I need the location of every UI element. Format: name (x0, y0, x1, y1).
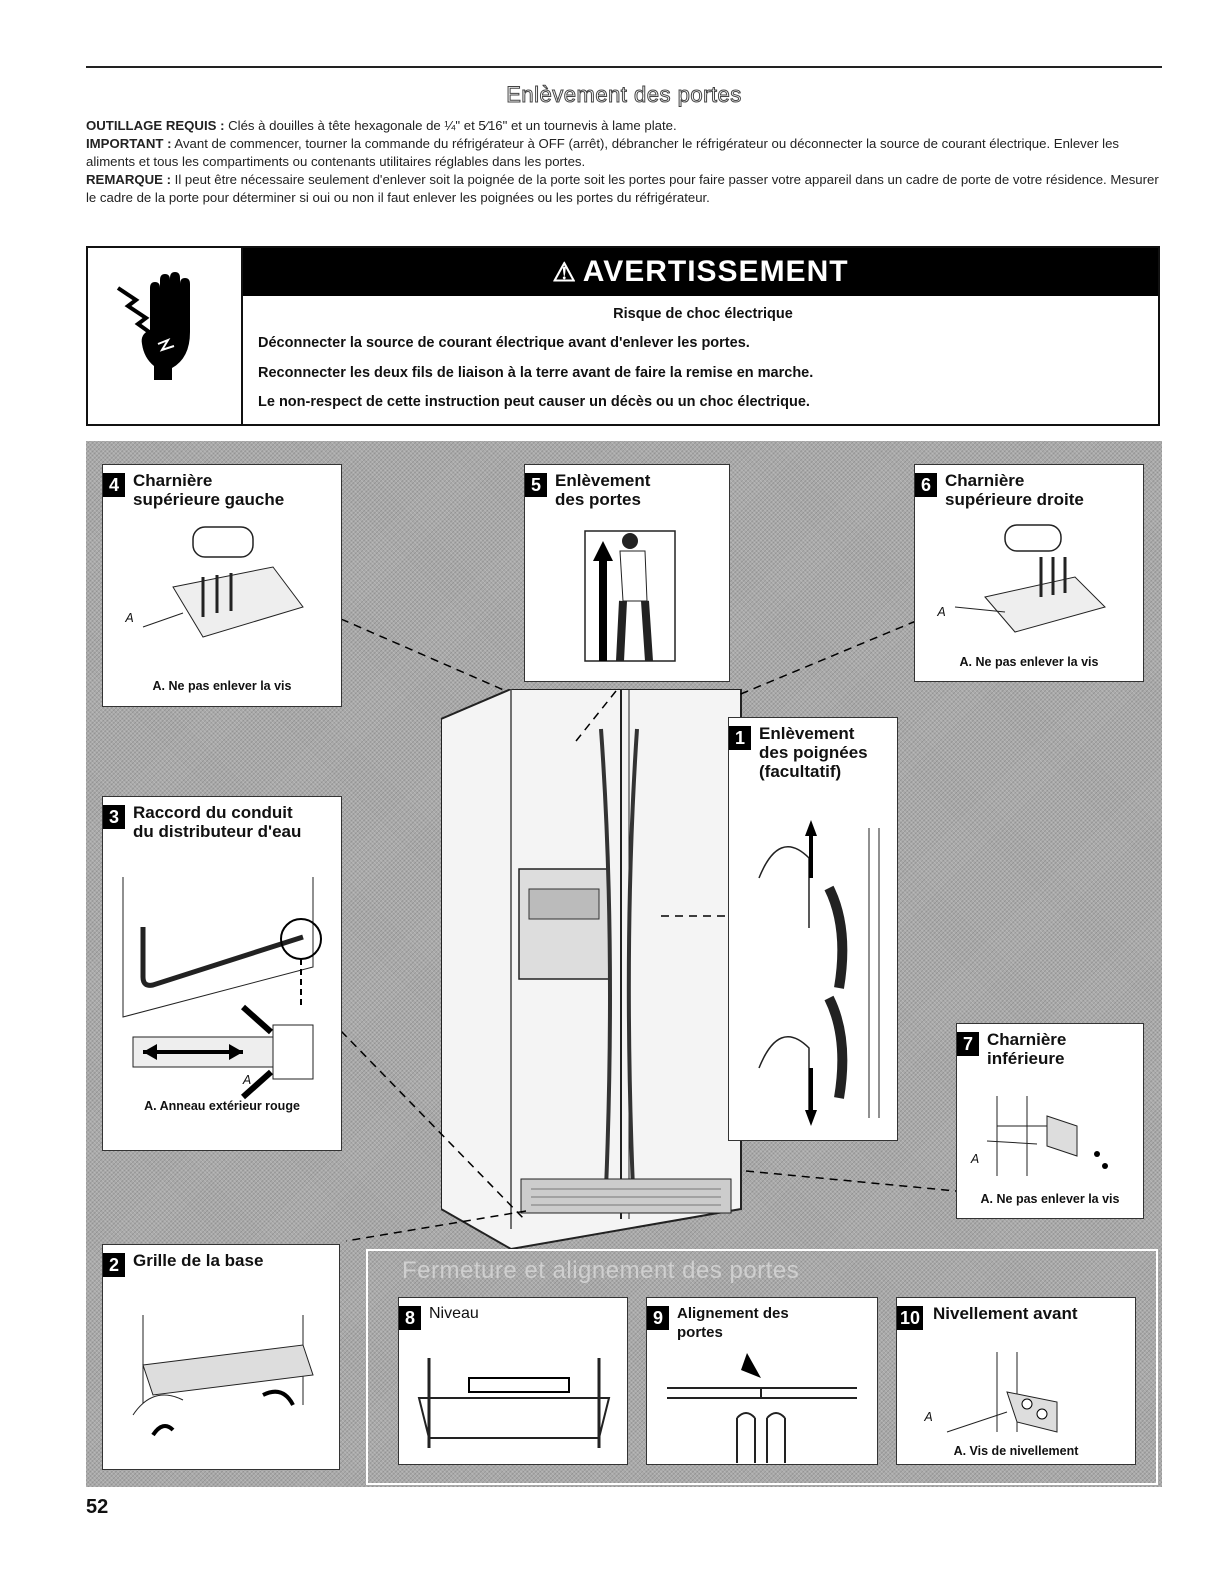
step-4-marker: A (125, 611, 134, 625)
step-4-number: 4 (103, 473, 125, 497)
step-1-title: Enlèvement des poignées (facultatif) (759, 724, 868, 781)
upper-left-hinge-illustration (142, 526, 304, 638)
step-1-panel: 1 Enlèvement des poignées (facultatif) (728, 717, 898, 1141)
upper-right-hinge-illustration (954, 524, 1106, 633)
step-7-panel: 7 Charnière inférieure A A. Ne pas enlev… (956, 1023, 1144, 1219)
step-3-marker: A (242, 1073, 252, 1087)
warning-header-text: AVERTISSEMENT (582, 255, 849, 288)
step-9-number: 9 (647, 1306, 669, 1330)
step-8-number: 8 (399, 1306, 421, 1330)
page-number: 52 (86, 1496, 109, 1518)
step-1-number: 1 (729, 726, 751, 750)
step-3-label: A. Anneau extérieur rouge (144, 1099, 300, 1113)
step-5-panel: 5 Enlèvement des portes (524, 464, 730, 682)
closing-alignment-section: Fermeture et alignement des portes 8 Niv… (366, 1249, 1158, 1485)
electric-shock-hand-icon (116, 272, 190, 380)
step-7-marker: A (970, 1152, 980, 1166)
step-8-title: Niveau (429, 1305, 479, 1322)
warning-line-1: Déconnecter la source de courant électri… (258, 335, 750, 351)
step-4-panel: 4 Charnière supérieure gauche A A. Ne pa… (102, 464, 342, 707)
warning-triangle-icon: ⚠ (552, 257, 577, 287)
leader-lines (340, 618, 957, 1242)
step-6-number: 6 (915, 473, 937, 497)
door-alignment-illustration (667, 1353, 857, 1463)
warning-line-2: Reconnecter les deux fils de liaison à l… (258, 365, 814, 381)
step-4-label: A. Ne pas enlever la vis (152, 679, 292, 693)
warning-risk: Risque de choc électrique (613, 306, 793, 322)
warning-line-3: Le non-respect de cette instruction peut… (258, 394, 810, 410)
step-7-title: Charnière inférieure (987, 1030, 1067, 1068)
step-10-title: Nivellement avant (933, 1304, 1078, 1323)
step-5-title: Enlèvement des portes (555, 471, 651, 509)
step-7-label: A. Ne pas enlever la vis (980, 1192, 1120, 1206)
step-6-panel: 6 Charnière supérieure droite A A. Ne pa… (914, 464, 1144, 682)
outillage-paragraph: OUTILLAGE REQUIS : Clés à douilles à têt… (86, 117, 1162, 135)
intro-text: OUTILLAGE REQUIS : Clés à douilles à têt… (86, 117, 1162, 207)
important-text: Avant de commencer, tourner la commande … (86, 136, 1120, 169)
step-3-title: Raccord du conduit du distributeur d'eau (133, 803, 302, 841)
remarque-paragraph: REMARQUE : Il peut être nécessaire seule… (86, 171, 1162, 207)
warning-header: ⚠AVERTISSEMENT (243, 248, 1158, 296)
refrigerator-illustration (441, 689, 742, 1249)
base-grille-illustration (132, 1315, 314, 1437)
step-8-panel: 8 Niveau (398, 1297, 628, 1465)
step-9-title: Alignement des portes (677, 1305, 789, 1341)
door-removal-person-illustration (584, 530, 676, 662)
warning-box: ⚠AVERTISSEMENT Risque de choc électrique… (86, 246, 1160, 426)
remarque-text: Il peut être nécessaire seulement d'enle… (86, 172, 1159, 205)
top-rule (86, 66, 1162, 68)
step-10-panel: 10 Nivellement avant A A. Vis de nivelle… (896, 1297, 1136, 1465)
handle-removal-illustration (758, 820, 880, 1126)
step-2-title: Grille de la base (133, 1251, 264, 1270)
step-5-number: 5 (525, 473, 547, 497)
important-paragraph: IMPORTANT : Avant de commencer, tourner … (86, 135, 1162, 171)
step-9-panel: 9 Alignement des portes (646, 1297, 878, 1465)
important-label: IMPORTANT : (86, 136, 172, 151)
step-6-label: A. Ne pas enlever la vis (959, 655, 1099, 669)
remarque-label: REMARQUE : (86, 172, 171, 187)
step-7-number: 7 (957, 1032, 979, 1056)
step-10-label: A. Vis de nivellement (953, 1444, 1079, 1458)
step-6-marker: A (937, 605, 946, 619)
level-tool-illustration (417, 1358, 611, 1448)
step-6-title: Charnière supérieure droite (945, 471, 1084, 509)
outillage-label: OUTILLAGE REQUIS : (86, 118, 225, 133)
step-10-marker: A (924, 1410, 933, 1424)
closing-title: Fermeture et alignement des portes (402, 1257, 800, 1284)
step-3-panel: 3 Raccord du conduit du distributeur d'e… (102, 796, 342, 1151)
page-title: Enlèvement des portes (506, 82, 742, 108)
step-3-number: 3 (103, 805, 125, 829)
step-4-title: Charnière supérieure gauche (133, 471, 285, 509)
door-removal-diagram: 4 Charnière supérieure gauche A A. Ne pa… (86, 441, 1162, 1487)
step-2-number: 2 (103, 1253, 125, 1277)
outillage-text: Clés à douilles à tête hexagonale de ¼" … (224, 118, 677, 133)
lower-hinge-illustration (986, 1096, 1108, 1176)
water-line-connection-illustration (122, 877, 322, 1100)
warning-icon-cell (88, 248, 243, 424)
step-2-panel: 2 Grille de la base (102, 1244, 340, 1470)
front-leveling-illustration (946, 1352, 1058, 1433)
step-10-number: 10 (897, 1306, 923, 1330)
